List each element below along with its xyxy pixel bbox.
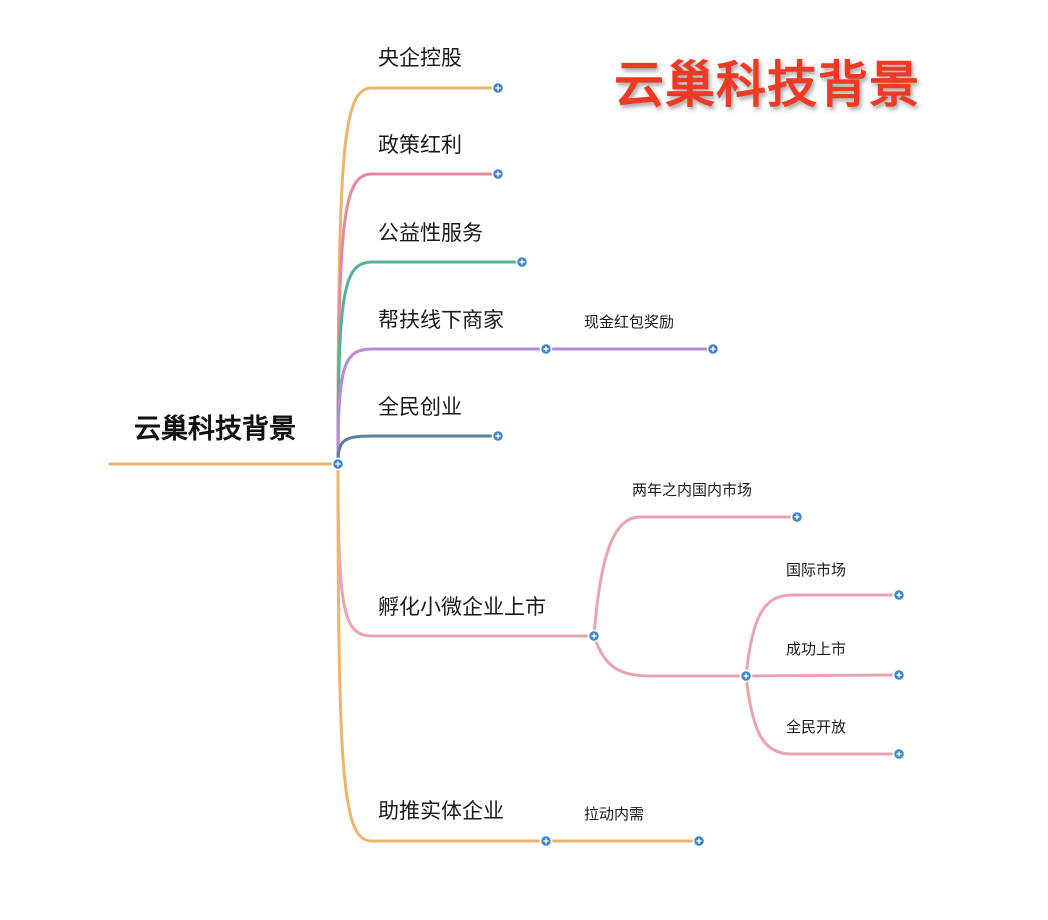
- branch-connector-6: [336, 462, 548, 843]
- expand-icon-branch-0[interactable]: [491, 81, 505, 95]
- expand-icon-listing-success[interactable]: [892, 668, 906, 682]
- expand-icon-international-market[interactable]: [892, 588, 906, 602]
- branch-label-0: 央企控股: [378, 46, 462, 70]
- leaf-label-international-market: 国际市场: [786, 561, 847, 579]
- root-expand-icon[interactable]: [331, 457, 345, 471]
- branch-label-2: 公益性服务: [378, 221, 483, 245]
- expand-icon-domestic-demand[interactable]: [692, 834, 706, 848]
- connector-listing-success: [744, 673, 901, 678]
- branch-label-3: 帮扶线下商家: [378, 308, 504, 332]
- expand-icon-cash-reward[interactable]: [706, 342, 720, 356]
- branch-connector-4: [336, 434, 500, 466]
- connector-sub-hub: [592, 634, 748, 678]
- mindmap-expand-dots: [331, 81, 906, 848]
- banner-title: 云巢科技背景: [614, 56, 920, 114]
- expand-icon-branch-1[interactable]: [491, 167, 505, 181]
- leaf-label-cash-reward: 现金红包奖励: [584, 313, 675, 331]
- connector-international-market: [744, 593, 901, 678]
- connector-domestic-market: [592, 515, 799, 638]
- leaf-label-domestic-demand: 拉动内需: [584, 805, 645, 823]
- expand-icon-open-to-all[interactable]: [892, 747, 906, 761]
- expand-icon-domestic-market[interactable]: [790, 510, 804, 524]
- connector-open-to-all: [744, 674, 901, 756]
- expand-icon-branch-2[interactable]: [515, 255, 529, 269]
- leaf-label-listing-success: 成功上市: [786, 640, 847, 658]
- branch-label-4: 全民创业: [378, 395, 462, 419]
- expand-icon-branch-4[interactable]: [491, 429, 505, 443]
- branch-connector-3: [336, 347, 548, 466]
- root-node-label: 云巢科技背景: [134, 414, 296, 445]
- leaf-label-domestic-market: 两年之内国内市场: [632, 481, 753, 499]
- branch-label-5: 孵化小微企业上市: [378, 595, 546, 619]
- leaf-label-open-to-all: 全民开放: [786, 718, 847, 736]
- mindmap-edges: [108, 86, 901, 843]
- expand-icon-sub-hub[interactable]: [739, 669, 753, 683]
- expand-icon-branch-6[interactable]: [539, 834, 553, 848]
- expand-icon-branch-5[interactable]: [587, 629, 601, 643]
- expand-icon-branch-3[interactable]: [539, 342, 553, 356]
- branch-label-1: 政策红利: [378, 133, 462, 157]
- branch-label-6: 助推实体企业: [378, 799, 504, 823]
